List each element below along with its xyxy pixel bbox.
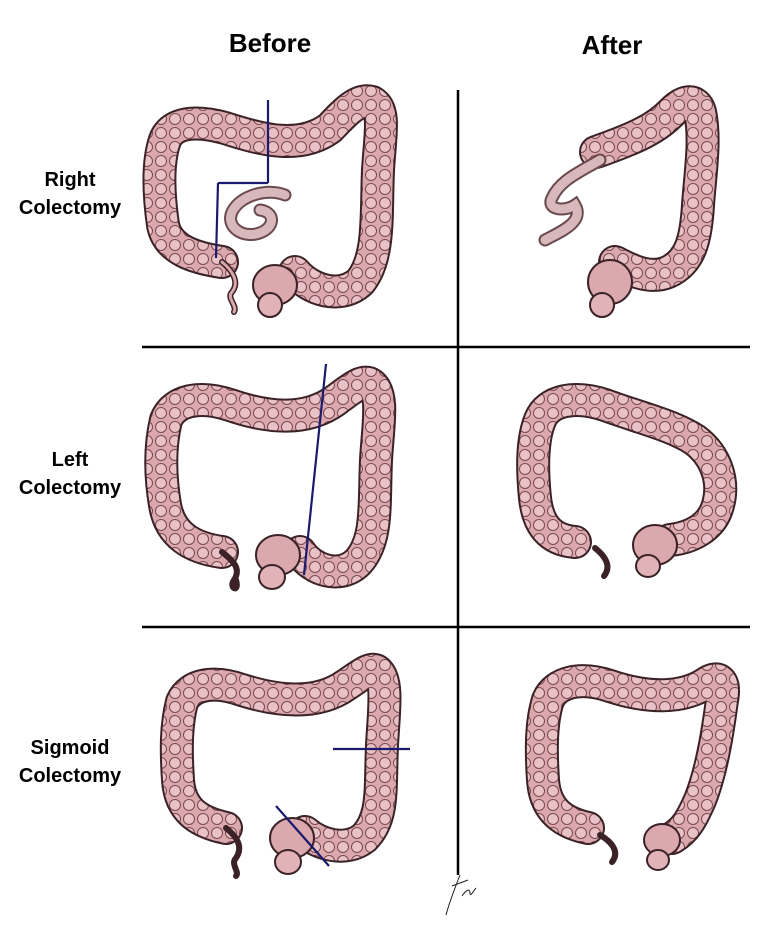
row-label-sigmoid-colectomy: Sigmoid Colectomy: [5, 734, 135, 790]
row-label-line2: Colectomy: [18, 197, 122, 219]
row-label-line1: Right: [44, 169, 96, 191]
row-label-line1: Left: [51, 449, 89, 471]
header-after: After: [581, 30, 643, 60]
row-label-line2: Colectomy: [18, 765, 122, 787]
cut-lines-right-colectomy: [214, 100, 270, 259]
row-label-left-colectomy: Left Colectomy: [5, 446, 135, 502]
row-label-line1: Sigmoid: [30, 737, 110, 759]
header-before: Before: [228, 28, 312, 58]
colon-illustration-left-before: [144, 365, 397, 592]
cut-lines-sigmoid-colectomy: [275, 747, 410, 867]
colon-illustration-right-before: [142, 84, 398, 318]
artist-signature: [445, 874, 477, 916]
row-label-right-colectomy: Right Colectomy: [5, 166, 135, 222]
colon-illustration-sigmoid-before: [159, 652, 402, 879]
colon-illustration-sigmoid-after: [524, 662, 740, 871]
colon-illustration-left-after: [516, 383, 738, 579]
row-label-line2: Colectomy: [18, 477, 122, 499]
cut-line-left-colectomy: [302, 363, 328, 576]
colon-illustration-right-after: [538, 85, 720, 318]
